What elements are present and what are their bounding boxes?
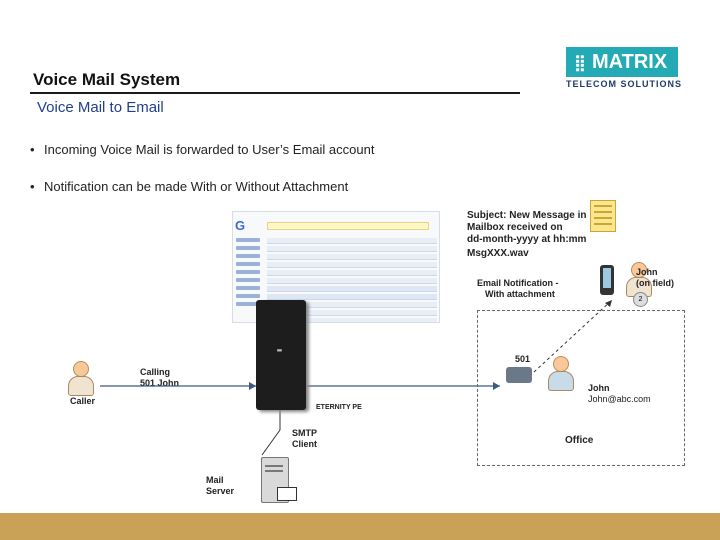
smtp-line: SMTP [292,428,318,438]
subject-line: dd-month-yyyy at hh:mm [467,234,587,245]
extension-label: 501 [515,354,531,364]
device-label: ETERNITY PE [316,404,362,411]
desk-phone-icon [506,367,532,383]
john-office-label: John John@abc.com [588,383,651,405]
bullet-dot-icon: • [30,142,35,157]
notification-line: With attachment [485,289,555,299]
attachment-name: MsgXXX.wav [467,248,529,259]
mail-server-icon [249,457,297,505]
gmail-message-list [267,238,437,322]
calling-label: Calling 501 John [140,367,179,389]
gmail-notice-bar [267,222,429,230]
subject-line: Mailbox received on [467,222,563,233]
gmail-sidebar [233,234,263,322]
office-boundary [477,310,685,466]
caller-label: Caller [70,396,96,406]
john-office-email: John@abc.com [588,394,651,404]
eternity-pe-device: ▮ [256,300,306,410]
footer-band [0,513,720,540]
device-badge: ▮ [277,348,283,352]
title-divider [30,92,520,94]
logo-tagline: TELECOM SOLUTIONS [566,79,682,89]
mail-server-line: Server [206,486,235,496]
bullet-item: • Notification can be made With or Withou… [30,179,348,194]
john-field-status: (on field) [636,278,674,288]
logo-mark-icon: ⣿ [574,55,586,72]
notification-line: Email Notification - [477,278,559,288]
bullet-item: • Incoming Voice Mail is forwarded to Use… [30,142,374,157]
bullet-text: Notification can be made With or Without… [44,179,349,194]
john-office-name: John [588,383,610,393]
subject-line: Subject: New Message in [467,210,587,221]
bullet-dot-icon: • [30,179,35,194]
notification-label: Email Notification - With attachment [477,278,559,300]
office-label: Office [565,435,594,446]
calling-line: Calling [140,367,171,377]
notification-subject: Subject: New Message in Mailbox received… [467,210,586,260]
bullet-text: Incoming Voice Mail is forwarded to User… [44,142,375,157]
calling-line: 501 John [140,378,180,388]
smtp-client-label: SMTP Client [292,428,317,450]
page-title: Voice Mail System [33,70,181,89]
page-subtitle: Voice Mail to Email [37,99,164,116]
smtp-line: Client [292,439,318,449]
company-logo: ⣿ MATRIX TELECOM SOLUTIONS [566,47,682,91]
step-number-badge: 2 [633,292,648,307]
john-field-name: John [636,267,658,277]
john-field-label: John (on field) [636,267,674,289]
logo-name: MATRIX [592,51,668,73]
document-icon [590,200,616,232]
mail-server-label: Mail Server [206,475,234,497]
mobile-phone-icon [600,265,614,295]
gmail-logo-icon: G [235,218,246,233]
mail-server-line: Mail [206,475,224,485]
